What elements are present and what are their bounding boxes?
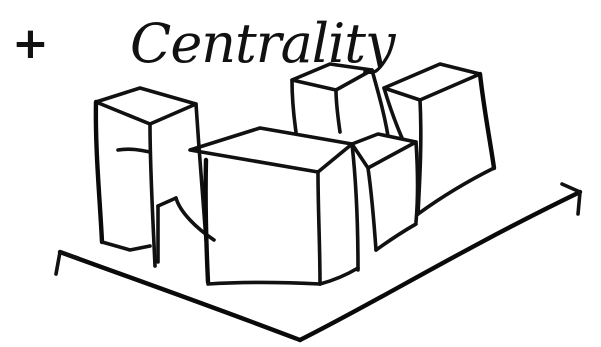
sketch-caption: Centrality: [130, 12, 397, 75]
right-middle-block: [352, 134, 418, 250]
plus-sign: +: [12, 18, 49, 69]
front-central-cube: [190, 128, 358, 284]
tall-left-block: [96, 88, 206, 266]
